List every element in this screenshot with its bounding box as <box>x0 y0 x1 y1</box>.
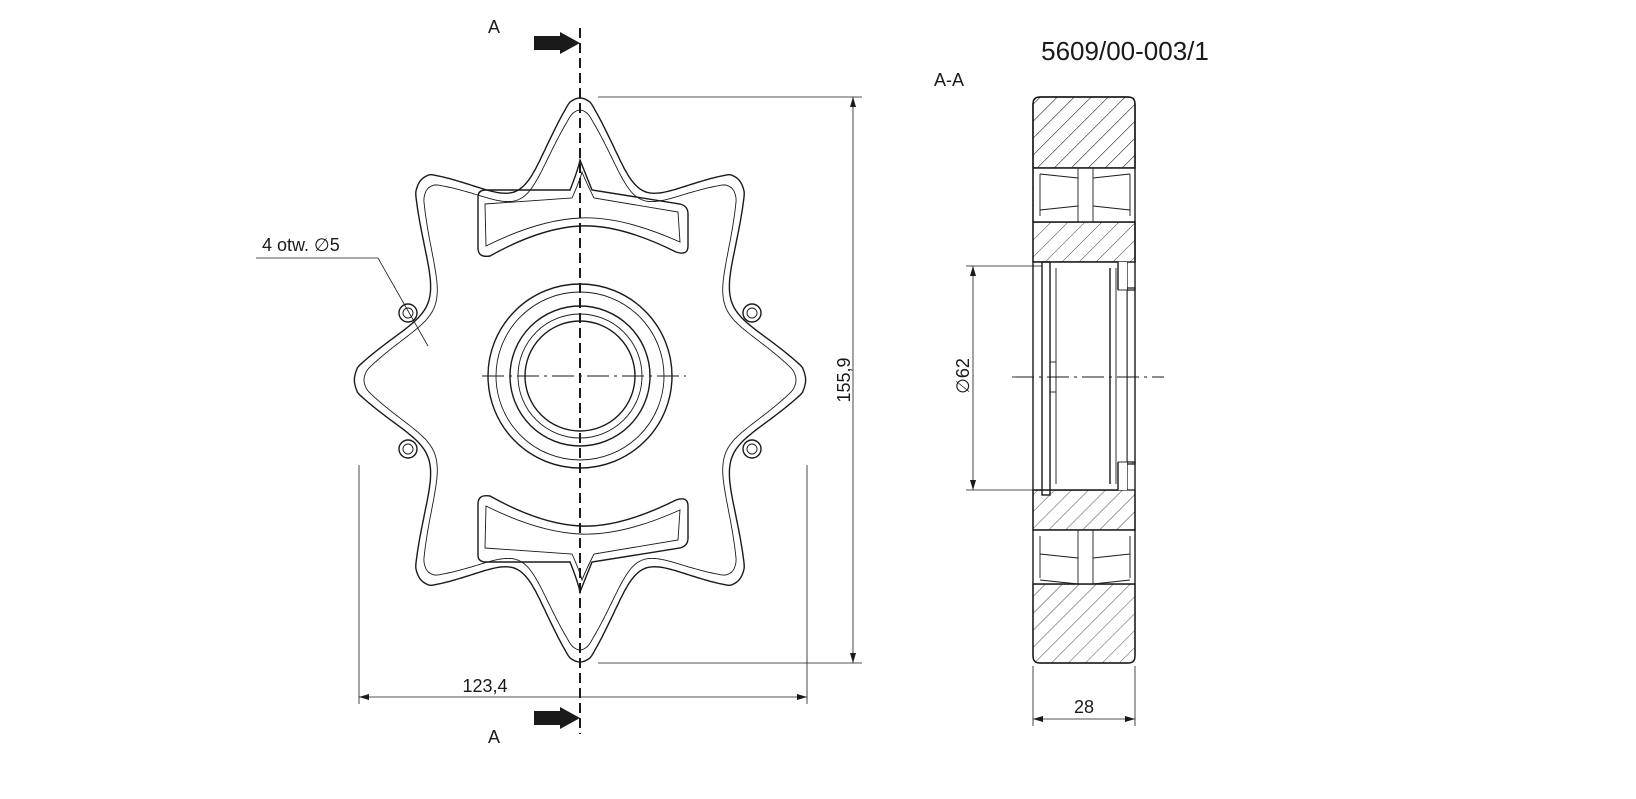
section-window-upper <box>1033 167 1135 223</box>
hole-inner <box>746 443 758 455</box>
hole-note-text: 4 otw. ∅5 <box>262 235 340 255</box>
bore-dimension: ∅62 <box>953 265 1042 491</box>
front-view: A A 4 otw. ∅5 155,9 123,4 <box>256 17 862 747</box>
hole-inner <box>402 443 414 455</box>
hole-inner <box>402 307 414 319</box>
width-dimension: 123,4 <box>358 465 808 704</box>
cut-arrow-top: A <box>488 17 580 54</box>
thickness-dimension: 28 <box>1032 666 1136 726</box>
hole <box>742 439 762 459</box>
hole <box>742 303 762 323</box>
height-value: 155,9 <box>834 357 854 402</box>
drawing-number: 5609/00-003/1 <box>1041 36 1209 66</box>
section-view: 5609/00-003/1 A-A <box>934 36 1209 726</box>
section-hatch-lower-band <box>1032 583 1136 664</box>
upper-window <box>477 157 689 258</box>
lower-window <box>477 494 689 595</box>
width-value: 123,4 <box>462 676 507 696</box>
height-dimension: 155,9 <box>598 96 862 664</box>
section-outline <box>1032 96 1136 664</box>
mounting-holes <box>398 303 762 459</box>
section-window-lower <box>1033 529 1135 585</box>
bore-value: ∅62 <box>953 358 973 394</box>
section-bore <box>1033 261 1128 496</box>
section-label: A-A <box>934 70 964 90</box>
hole-inner <box>746 307 758 319</box>
cut-marker-bottom: A <box>488 727 500 747</box>
section-hatch-upper-band <box>1032 96 1136 169</box>
hole <box>398 439 418 459</box>
thickness-value: 28 <box>1074 697 1094 717</box>
hole <box>398 303 418 323</box>
hole-note: 4 otw. ∅5 <box>256 235 429 347</box>
cut-marker-top: A <box>488 17 500 37</box>
cut-arrow-bottom: A <box>488 707 580 747</box>
